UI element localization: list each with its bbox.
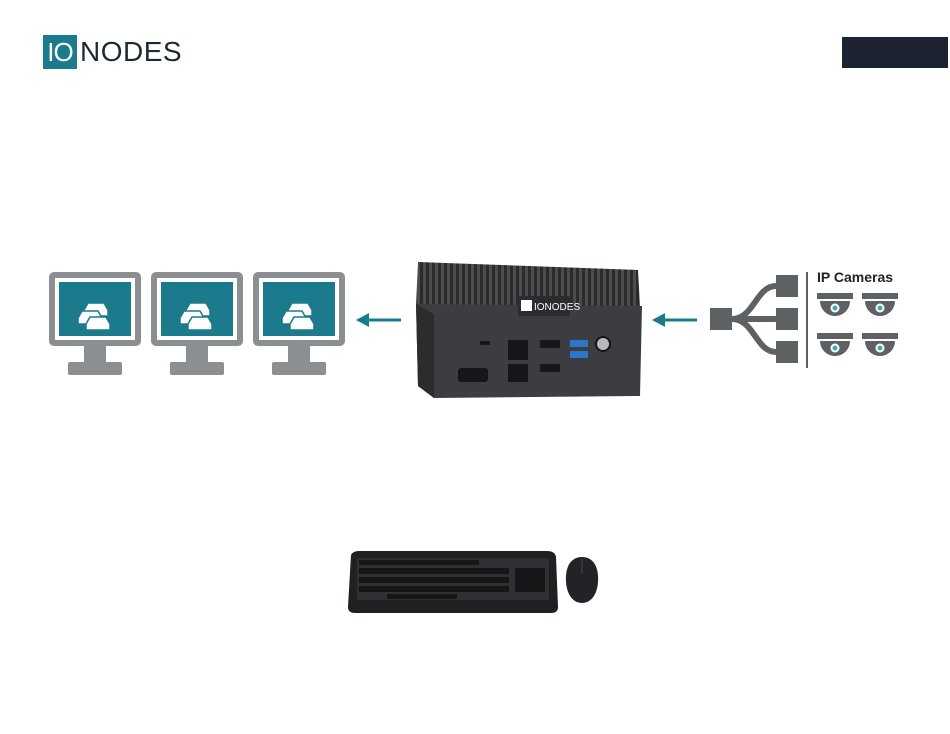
logo-mark: IO xyxy=(43,35,77,69)
monitor-3-icon xyxy=(252,271,346,375)
monitor-2-icon xyxy=(150,271,244,375)
cameras-title: IP Cameras xyxy=(817,269,893,285)
arrow-left-icon xyxy=(356,312,402,328)
dome-camera-icon xyxy=(817,293,853,323)
dome-camera-icon xyxy=(862,333,898,363)
dome-camera-icon xyxy=(817,333,853,363)
keyboard-icon xyxy=(347,549,559,614)
network-splitter-icon xyxy=(708,268,808,368)
dome-camera-icon xyxy=(862,293,898,323)
device-brand-label: IONODES xyxy=(534,302,580,313)
arrow-left-icon xyxy=(652,312,698,328)
monitor-1-icon xyxy=(48,271,142,375)
corner-tab xyxy=(842,37,948,68)
logo-wordmark: NODES xyxy=(80,36,182,68)
camera-divider xyxy=(806,272,808,368)
brand-logo: IO NODES xyxy=(43,35,182,69)
mouse-icon xyxy=(564,556,600,604)
ionodes-device-icon: IONODES xyxy=(414,256,644,400)
